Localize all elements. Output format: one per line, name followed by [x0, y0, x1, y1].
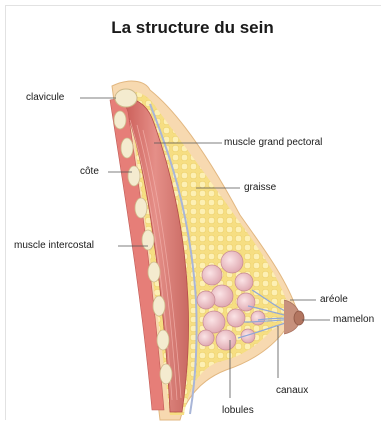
- label-areole: aréole: [320, 294, 348, 305]
- label-muscle-intercostal: muscle intercostal: [14, 240, 94, 251]
- label-lobules: lobules: [222, 405, 254, 416]
- label-cote: côte: [80, 166, 99, 177]
- label-mamelon: mamelon: [333, 314, 374, 325]
- clavicle-bone: [115, 89, 137, 107]
- label-muscle-grand-pectoral: muscle grand pectoral: [224, 137, 322, 148]
- nipple: [294, 311, 304, 325]
- label-graisse: graisse: [244, 182, 276, 193]
- label-canaux: canaux: [276, 385, 308, 396]
- label-clavicule: clavicule: [26, 92, 64, 103]
